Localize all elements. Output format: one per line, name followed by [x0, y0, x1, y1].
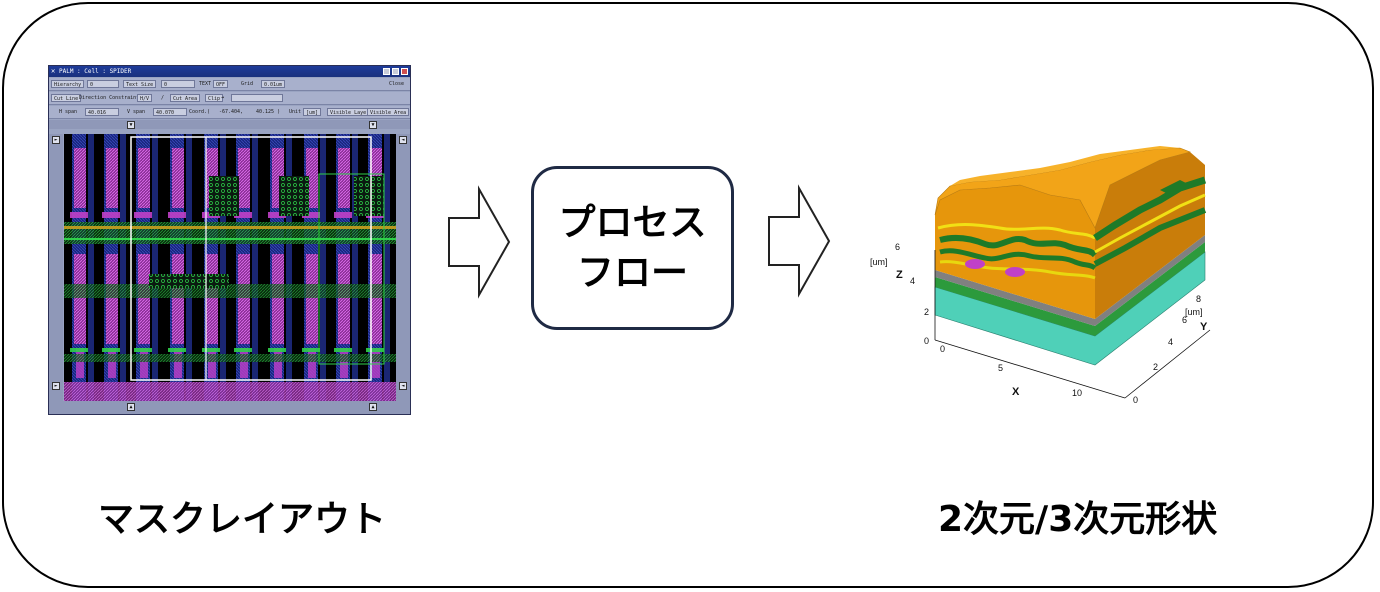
slash-label: /	[161, 95, 165, 101]
y-tick: 6	[1182, 315, 1187, 325]
visible-area-button[interactable]: Visible Area	[367, 108, 410, 116]
x-window-icon: ✕	[51, 67, 56, 75]
arrow-right-icon: ➜	[221, 95, 225, 101]
y-tick: 4	[1168, 337, 1173, 347]
maximize-button[interactable]	[392, 68, 399, 75]
z-tick: 4	[910, 276, 915, 286]
unit-label: Unit	[289, 109, 302, 115]
close-label[interactable]: Close	[389, 81, 405, 87]
bottom-scrollbar[interactable]: ▲ ▲	[49, 401, 410, 414]
right-arrow-icon	[768, 184, 831, 298]
z-unit: [um]	[870, 257, 888, 267]
vspan-label: V span	[127, 109, 146, 115]
scroll-up-arrow-icon[interactable]: ▲	[127, 403, 135, 411]
y-tick: 2	[1153, 362, 1158, 372]
toolbar-row-1: Hierarchy 0 Text Size 0 TEXT OFF Grid 0.…	[49, 78, 410, 91]
clip-field[interactable]	[231, 94, 283, 102]
text-label: TEXT	[199, 81, 212, 87]
visible-layer-button[interactable]: Visible Layer	[327, 108, 373, 116]
top-scrollbar[interactable]: ▼ ▼	[49, 120, 410, 129]
mask-layout-canvas[interactable]	[64, 134, 396, 401]
text-select[interactable]: OFF	[213, 80, 229, 88]
window-title: PALM : Cell : SPIDER	[59, 68, 132, 75]
z-tick: 2	[924, 307, 929, 317]
text-size-button[interactable]: Text Size	[123, 80, 157, 88]
window-titlebar: ✕ PALM : Cell : SPIDER	[49, 66, 410, 77]
minimize-button[interactable]	[383, 68, 390, 75]
text-size-field[interactable]: 0	[161, 80, 195, 88]
z-axis-label: Z	[896, 269, 903, 281]
mask-layout-window: ✕ PALM : Cell : SPIDER Hierarchy 0 Text …	[48, 65, 411, 415]
direction-constraint-label: Direction Constraint	[79, 95, 140, 101]
hspan-label: H span	[59, 109, 78, 115]
hierarchy-button[interactable]: Hierarchy	[51, 80, 85, 88]
toolbar-row-2: Cut Line Direction Constraint H/V / Cut …	[49, 92, 410, 105]
grid-label: Grid	[241, 81, 254, 87]
y-axis-label: Y	[1200, 321, 1208, 333]
scroll-left-arrow-icon[interactable]: ◄	[399, 136, 407, 144]
y-tick: 0	[1133, 395, 1138, 405]
right-arrow-icon	[448, 185, 511, 299]
close-window-button[interactable]	[401, 68, 408, 75]
x-tick: 10	[1072, 388, 1082, 398]
scroll-right-arrow-icon[interactable]: ►	[52, 136, 60, 144]
process-flow-box: プロセス フロー	[531, 166, 734, 330]
left-scrollbar[interactable]: ► ►	[49, 134, 63, 401]
grid-select[interactable]: 0.01um	[261, 80, 286, 88]
top-highlight	[950, 146, 1180, 186]
scroll-down-arrow-icon[interactable]: ▼	[369, 121, 377, 129]
hspan-value: 40.016	[85, 108, 119, 116]
cut-line-button[interactable]: Cut Line	[51, 94, 82, 102]
scroll-right-arrow-icon[interactable]: ►	[52, 382, 60, 390]
x-tick: 0	[940, 344, 945, 354]
scroll-down-arrow-icon[interactable]: ▼	[127, 121, 135, 129]
cut-area-button[interactable]: Cut Area	[170, 94, 201, 102]
clip-button[interactable]: Clip	[205, 94, 224, 102]
process-flow-line2: フロー	[577, 251, 688, 294]
x-tick: 5	[998, 363, 1003, 373]
z-tick: 0	[924, 336, 929, 346]
unit-select[interactable]: [um]	[303, 108, 322, 116]
coord-label: Coord.(	[189, 109, 211, 115]
toolbar-row-3: H span 40.016 V span 40.070 Coord.( -67.…	[49, 106, 410, 119]
process-flow-line1: プロセス	[558, 201, 707, 244]
vspan-value: 40.070	[153, 108, 187, 116]
coord-y: 40.125 )	[256, 109, 281, 115]
y-tick: 8	[1196, 294, 1201, 304]
scroll-left-arrow-icon[interactable]: ◄	[399, 382, 407, 390]
green-layer	[935, 242, 1205, 336]
3d-structure-plot: 0 2 4 6 [um] Z 0 5 10 X 0 2 4 6 8 [um] Y	[870, 146, 1211, 405]
y-unit: [um]	[1185, 307, 1203, 317]
mask-layout-drawing	[64, 134, 396, 401]
scroll-up-arrow-icon[interactable]: ▲	[369, 403, 377, 411]
hierarchy-field[interactable]: 0	[87, 80, 119, 88]
right-scrollbar[interactable]: ◄ ◄	[396, 134, 410, 401]
z-tick: 6	[895, 242, 900, 252]
direction-select[interactable]: H/V	[137, 94, 153, 102]
shape-caption: 2次元/3次元形状	[938, 499, 1218, 540]
x-axis-label: X	[1012, 386, 1020, 398]
mask-layout-caption: マスクレイアウト	[98, 499, 387, 540]
coord-x: -67.404,	[219, 109, 244, 115]
gray-layer	[935, 235, 1205, 326]
